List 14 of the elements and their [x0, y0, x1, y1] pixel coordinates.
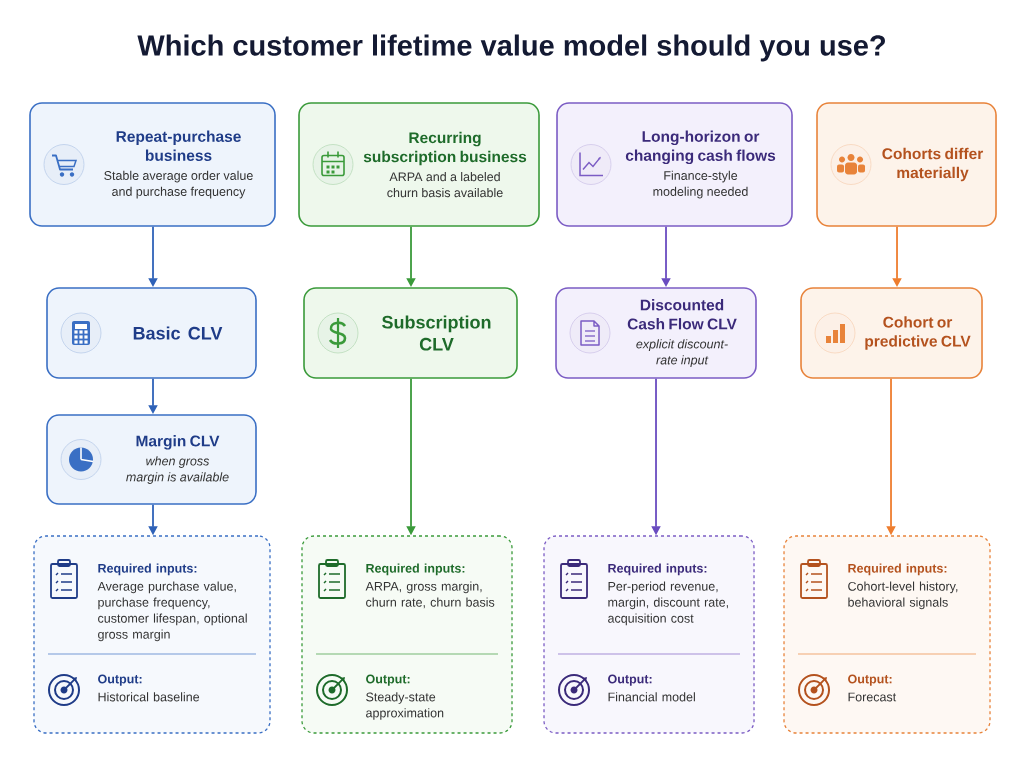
- requirements-card: Required inputs: ARPA, gross margin, churn rate, churn basis Output: Steady-state approximation: [301, 535, 513, 734]
- title: Which customer lifetime value model should you use?: [137, 34, 885, 62]
- model-box: Cohort or predictive CLV: [800, 287, 983, 379]
- requirements-card: Required inputs: Cohort-level history, behavioral signals Output: Forecast: [783, 535, 991, 734]
- decision-box: Long-horizon or changing cash flows Finance-style modeling needed: [556, 102, 793, 227]
- decision-box: Cohorts differ materially: [816, 102, 997, 227]
- requirements-card: Required inputs: Average purchase value, purchase frequency, customer lifespan, optional gross margin Output: Historical baseline: [33, 535, 271, 734]
- model-box: Basic CLV: [46, 287, 257, 379]
- model-box: Margin CLV when gross margin is available: [46, 414, 257, 505]
- model-box: Discounted Cash Flow CLV explicit discount-rate input: [555, 287, 757, 379]
- requirements-card: Required inputs: Per-period revenue, margin, discount rate, acquisition cost Output: Financial model: [543, 535, 755, 734]
- model-box: Subscription CLV: [303, 287, 518, 379]
- decision-box: Recurring subscription business ARPA and a labeled churn basis available: [298, 102, 540, 227]
- decision-box: Repeat-purchase business Stable average order value and purchase frequency: [29, 102, 276, 227]
